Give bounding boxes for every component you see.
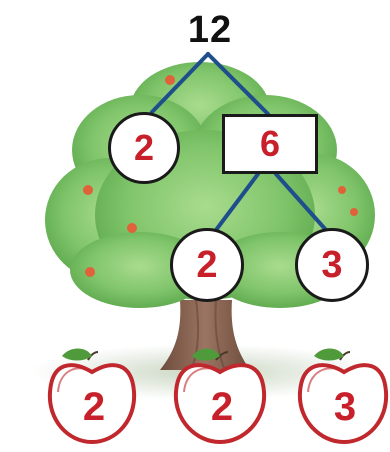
factor-circle-level2-right: 3 — [295, 228, 369, 302]
root-number: 12 — [165, 8, 255, 52]
factor-circle-level1-left: 2 — [108, 112, 180, 184]
apple-factor-3: 3 — [305, 385, 385, 429]
factor-value: 3 — [321, 244, 342, 287]
apple-factor-1: 2 — [54, 385, 134, 429]
factor-value: 6 — [260, 123, 280, 165]
factor-circle-level2-left: 2 — [170, 228, 244, 302]
factor-value: 2 — [196, 244, 217, 287]
factor-box-level1-right: 6 — [222, 114, 318, 174]
apple-factor-2: 2 — [182, 385, 262, 429]
factor-value: 2 — [134, 127, 154, 169]
